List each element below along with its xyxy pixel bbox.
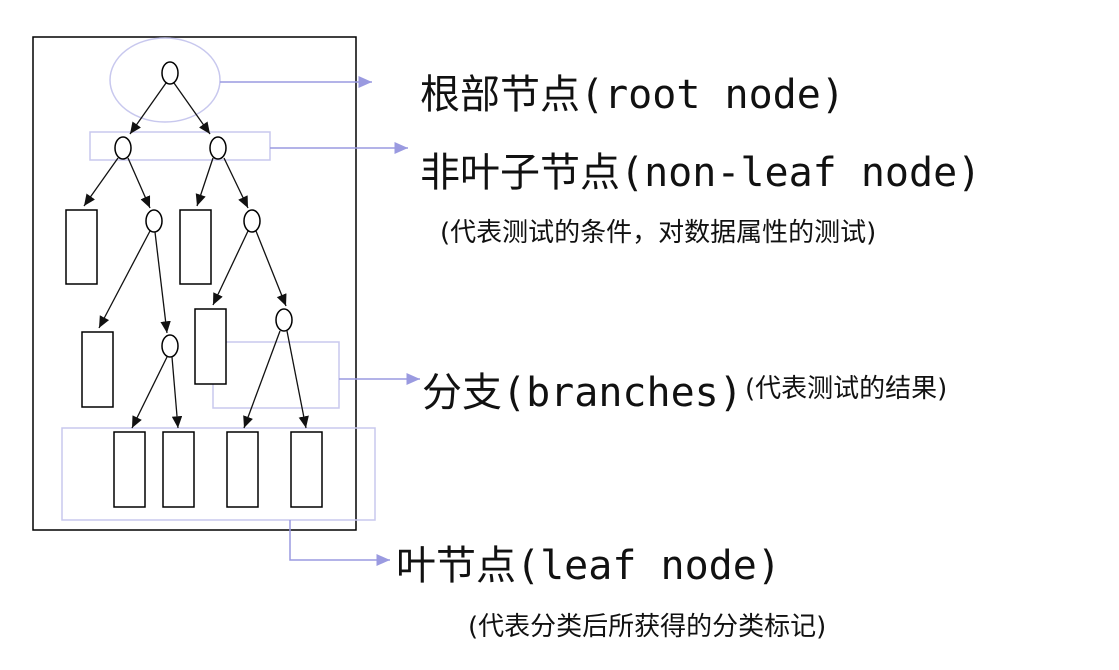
leaf-box <box>290 431 323 508</box>
leaf-pointer <box>289 520 390 566</box>
internal-node <box>275 308 293 332</box>
leaf-node-note: (代表分类后所获得的分类标记) <box>468 612 827 642</box>
leaf-box <box>194 308 227 385</box>
internal-node <box>145 209 163 233</box>
internal-node <box>209 136 227 160</box>
leaf-box <box>81 331 114 408</box>
branch-edge <box>243 330 281 429</box>
nonleaf-node-note: (代表测试的条件，对数据属性的测试) <box>440 218 877 248</box>
branch-edge <box>223 157 249 209</box>
internal-node <box>243 209 261 233</box>
leaf-box <box>113 431 146 508</box>
leaf-box <box>179 209 212 285</box>
branch-edge <box>83 157 119 207</box>
nonleaf-node-label: 非叶子节点(non-leaf node) <box>420 150 982 196</box>
leaf-box <box>65 209 98 285</box>
branch-edge <box>129 82 167 135</box>
branch-edge <box>154 231 171 334</box>
branch-edge <box>255 230 287 307</box>
leaf-node-label: 叶节点(leaf node) <box>396 543 781 589</box>
root-node-label: 根部节点(root node) <box>420 72 845 118</box>
nonleaf-highlight <box>89 131 271 161</box>
branch-edge <box>286 330 309 429</box>
tree-frame <box>32 36 357 531</box>
branch-edge <box>127 157 151 209</box>
branches-label: 分支(branches) <box>422 370 743 416</box>
root-node <box>161 61 179 85</box>
leaf-box <box>162 431 195 508</box>
branch-edge <box>98 230 151 329</box>
leaf-box <box>226 431 259 508</box>
internal-node <box>161 334 179 358</box>
leaf-highlight <box>61 427 376 521</box>
branches-note: (代表测试的结果) <box>745 374 948 404</box>
internal-node <box>114 136 132 160</box>
branch-edge <box>212 230 249 306</box>
branch-edge <box>171 356 183 429</box>
branches-highlight <box>212 341 340 409</box>
branch-edge <box>195 157 214 207</box>
root-highlight <box>109 37 221 123</box>
branch-edge <box>173 82 211 135</box>
branch-edge <box>131 356 168 429</box>
